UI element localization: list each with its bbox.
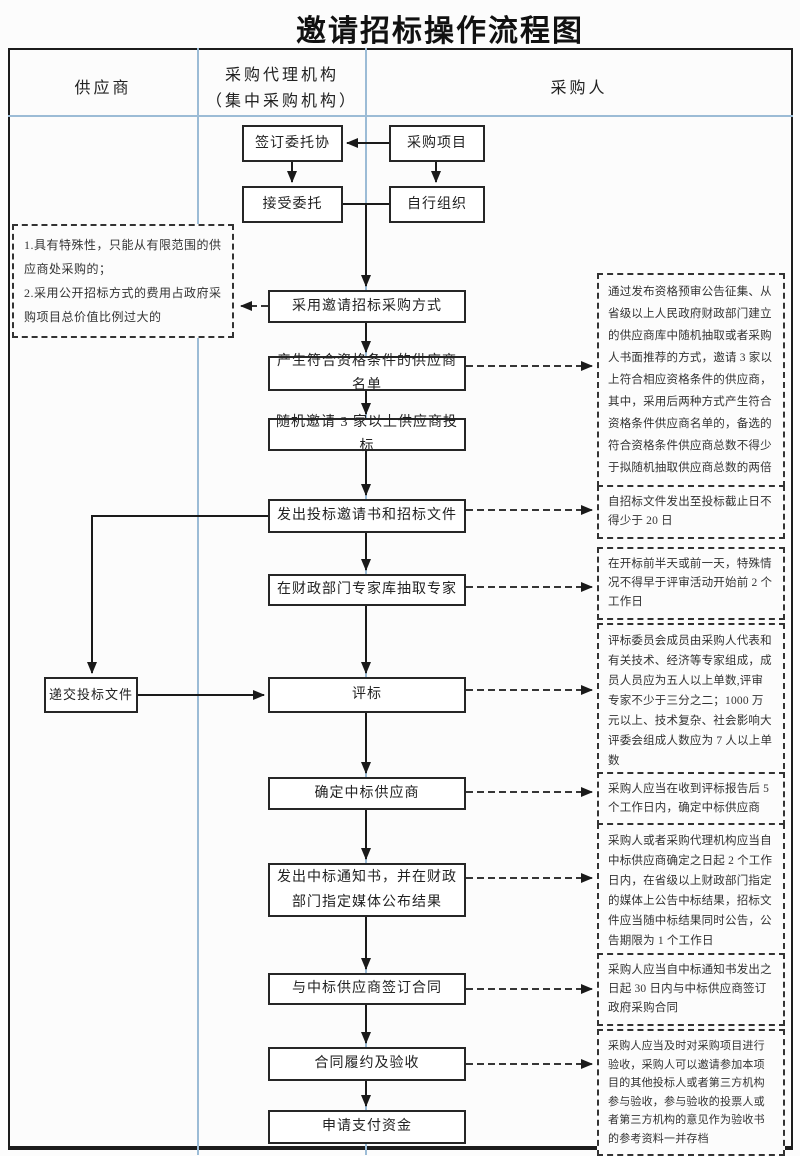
- note-left-item-2: 2.采用公开招标方式的费用占政府采购项目总价值比例过大的: [24, 286, 222, 324]
- column-header-agency-line1: 采购代理机构: [224, 67, 339, 84]
- flow-step-evaluate: 评标: [268, 677, 466, 713]
- flow-step-sign-contract: 与中标供应商签订合同: [268, 973, 466, 1005]
- note-acceptance-rule: 采购人应当及时对采购项目进行验收，采购人可以邀请参加本项目的其他投标人或者第三方…: [597, 1029, 785, 1156]
- flow-step-sign-agreement: 签订委托协: [242, 125, 343, 162]
- page-title: 邀请招标操作流程图: [296, 15, 584, 48]
- flow-step-apply-payment: 申请支付资金: [268, 1110, 466, 1144]
- note-expert-timing: 在开标前半天或前一天，特殊情况不得早于评审活动开始前 2 个工作日: [597, 547, 785, 620]
- flow-step-self-organize: 自行组织: [389, 186, 485, 223]
- flow-step-announce-result: 发出中标通知书，并在财政部门指定媒体公布结果: [268, 863, 466, 917]
- flow-step-submit-bid: 递交投标文件: [44, 677, 138, 713]
- note-30-days-contract: 采购人应当自中标通知书发出之日起 30 日内与中标供应商签订政府采购合同: [597, 953, 785, 1026]
- note-20-days: 自招标文件发出至投标截止日不得少于 20 日: [597, 485, 785, 539]
- note-supplier-sourcing: 通过发布资格预审公告征集、从省级以上人民政府财政部门建立的供应商库中随机抽取或者…: [597, 273, 785, 487]
- note-evaluation-committee: 评标委员会成员由采购人代表和有关技术、经济等专家组成，成员人员应为五人以上单数,…: [597, 623, 785, 779]
- column-header-purchaser: 采购人: [550, 80, 608, 97]
- flow-step-procurement-project: 采购项目: [389, 125, 485, 162]
- flow-step-determine-winner: 确定中标供应商: [268, 777, 466, 810]
- column-header-supplier: 供应商: [74, 80, 132, 97]
- column-divider-1: [197, 48, 199, 1155]
- flow-step-send-invitation: 发出投标邀请书和招标文件: [268, 499, 466, 533]
- flow-step-perform-accept: 合同履约及验收: [268, 1047, 466, 1081]
- flow-step-adopt-method: 采用邀请招标采购方式: [268, 290, 466, 323]
- column-header-agency-line2: （集中采购机构）: [205, 93, 358, 110]
- chart-border: [8, 48, 793, 1150]
- flow-step-generate-list: 产生符合资格条件的供应商名单: [268, 354, 466, 393]
- note-left-item-1: 1.具有特殊性，只能从有限范围的供应商处采购的；: [24, 238, 222, 276]
- flow-step-accept-entrustment: 接受委托: [242, 186, 343, 223]
- flow-step-draw-experts: 在财政部门专家库抽取专家: [268, 574, 466, 606]
- header-underline: [8, 115, 793, 117]
- note-invitation-conditions: 1.具有特殊性，只能从有限范围的供应商处采购的； 2.采用公开招标方式的费用占政…: [12, 224, 234, 338]
- flow-step-random-invite: 随机邀请 3 家以上供应商投标: [268, 415, 466, 454]
- note-announcement-rule: 采购人或者采购代理机构应当自中标供应商确定之日起 2 个工作日内，在省级以上财政…: [597, 823, 785, 959]
- note-5-working-days: 采购人应当在收到评标报告后 5 个工作日内，确定中标供应商: [597, 772, 785, 826]
- column-header-agency: 采购代理机构 （集中采购机构）: [198, 63, 366, 115]
